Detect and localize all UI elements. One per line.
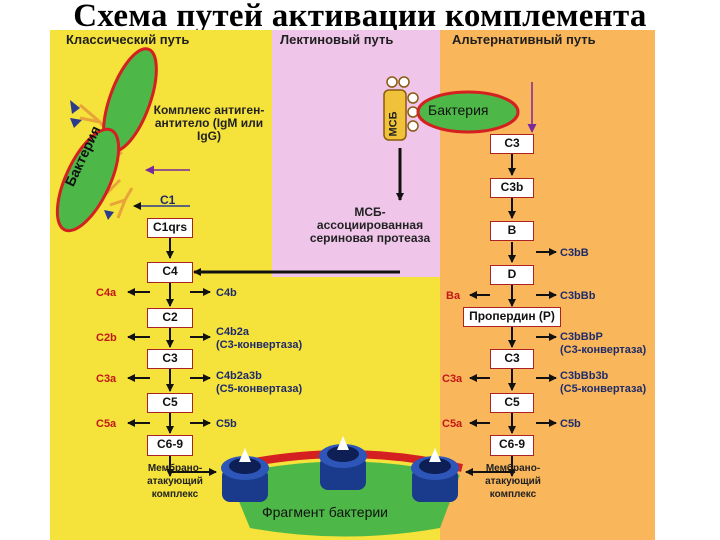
- properdin-box: Пропердин (P): [463, 307, 561, 327]
- msb-label: МСБ: [387, 111, 400, 137]
- c3bb-label: C3bB: [560, 247, 589, 259]
- c3bbbp-label: C3bBbP: [560, 331, 603, 343]
- c5b-label-alt: C5b: [560, 418, 581, 430]
- d-box: D: [490, 265, 534, 285]
- c3a-label-alt: C3a: [442, 373, 463, 385]
- bacteria-fragment-label: Фрагмент бактерии: [262, 504, 388, 520]
- mac-label-alt: Мембрано- атакующий комплекс: [485, 463, 541, 500]
- c5-convertase-alt-label: (С5-конвертаза): [560, 383, 647, 395]
- bacterium-classical: [55, 127, 121, 233]
- alternative-pathway-heading: Альтернативный путь: [452, 32, 596, 47]
- msb-protease-label: МСБ- ассоциированная сериновая протеаза: [309, 205, 431, 245]
- c3-box-classical: C3: [147, 349, 193, 369]
- mac-pore-2: [319, 436, 367, 490]
- c5-box-alt: C5: [490, 393, 534, 413]
- lectin-pathway-heading: Лектиновый путь: [280, 32, 394, 47]
- classical-pathway-heading: Классический путь: [66, 32, 190, 47]
- msb-molecule-body: [383, 89, 407, 141]
- c6-9-box-classical: C6-9: [147, 435, 193, 456]
- c2b-label: C2b: [96, 332, 117, 344]
- antigen-antibody-complex-label: Комплекс антиген- антитело (IgM или IgG): [153, 103, 265, 143]
- classical-side-arrows: [127, 288, 211, 427]
- c2-box: C2: [147, 308, 193, 328]
- c4b2a3b-label: C4b2a3b: [216, 370, 262, 382]
- bacterium-lectin: [416, 90, 520, 134]
- c1qrs-box: C1qrs: [147, 218, 193, 238]
- c4-box: C4: [147, 262, 193, 283]
- c4b2a-label: C4b2a: [216, 326, 250, 338]
- c3-convertase-classical-label: (С3-конвертаза): [216, 339, 303, 351]
- c3a-label-classical: C3a: [96, 373, 117, 385]
- b-box: B: [490, 221, 534, 241]
- mac-pore-3: [411, 448, 459, 502]
- c3bbb-label: C3bBb: [560, 290, 596, 302]
- c3b-box: C3b: [490, 178, 534, 198]
- c1-label: C1: [160, 193, 176, 207]
- c3bbb3b-label: C3bBb3b: [560, 370, 609, 382]
- mac-pore-1: [221, 448, 269, 502]
- c4b-label: C4b: [216, 287, 237, 299]
- c6-9-box-alt: C6-9: [490, 435, 534, 456]
- c5a-label-classical: C5a: [96, 418, 117, 430]
- ba-label: Ba: [446, 290, 461, 302]
- c5a-label-alt: C5a: [442, 418, 463, 430]
- c5-box-classical: C5: [147, 393, 193, 413]
- msb-heads: [386, 76, 419, 132]
- lectin-bacteria-label: Бактерия: [428, 102, 489, 118]
- alternative-side-arrows: [469, 248, 557, 427]
- c5-convertase-classical-label: (С5-конвертаза): [216, 383, 303, 395]
- c3-convertase-alt-label: (С3-конвертаза): [560, 344, 647, 356]
- c3-box-alt: C3: [490, 349, 534, 369]
- page-title: Схема путей активации комплемента: [73, 0, 647, 34]
- mac-label-classical: Мембрано- атакующий комплекс: [147, 463, 203, 500]
- c5b-label-classical: C5b: [216, 418, 237, 430]
- c4a-label: C4a: [96, 287, 117, 299]
- bacterium-fragment: [228, 461, 460, 537]
- c3-box-alt-top: C3: [490, 134, 534, 154]
